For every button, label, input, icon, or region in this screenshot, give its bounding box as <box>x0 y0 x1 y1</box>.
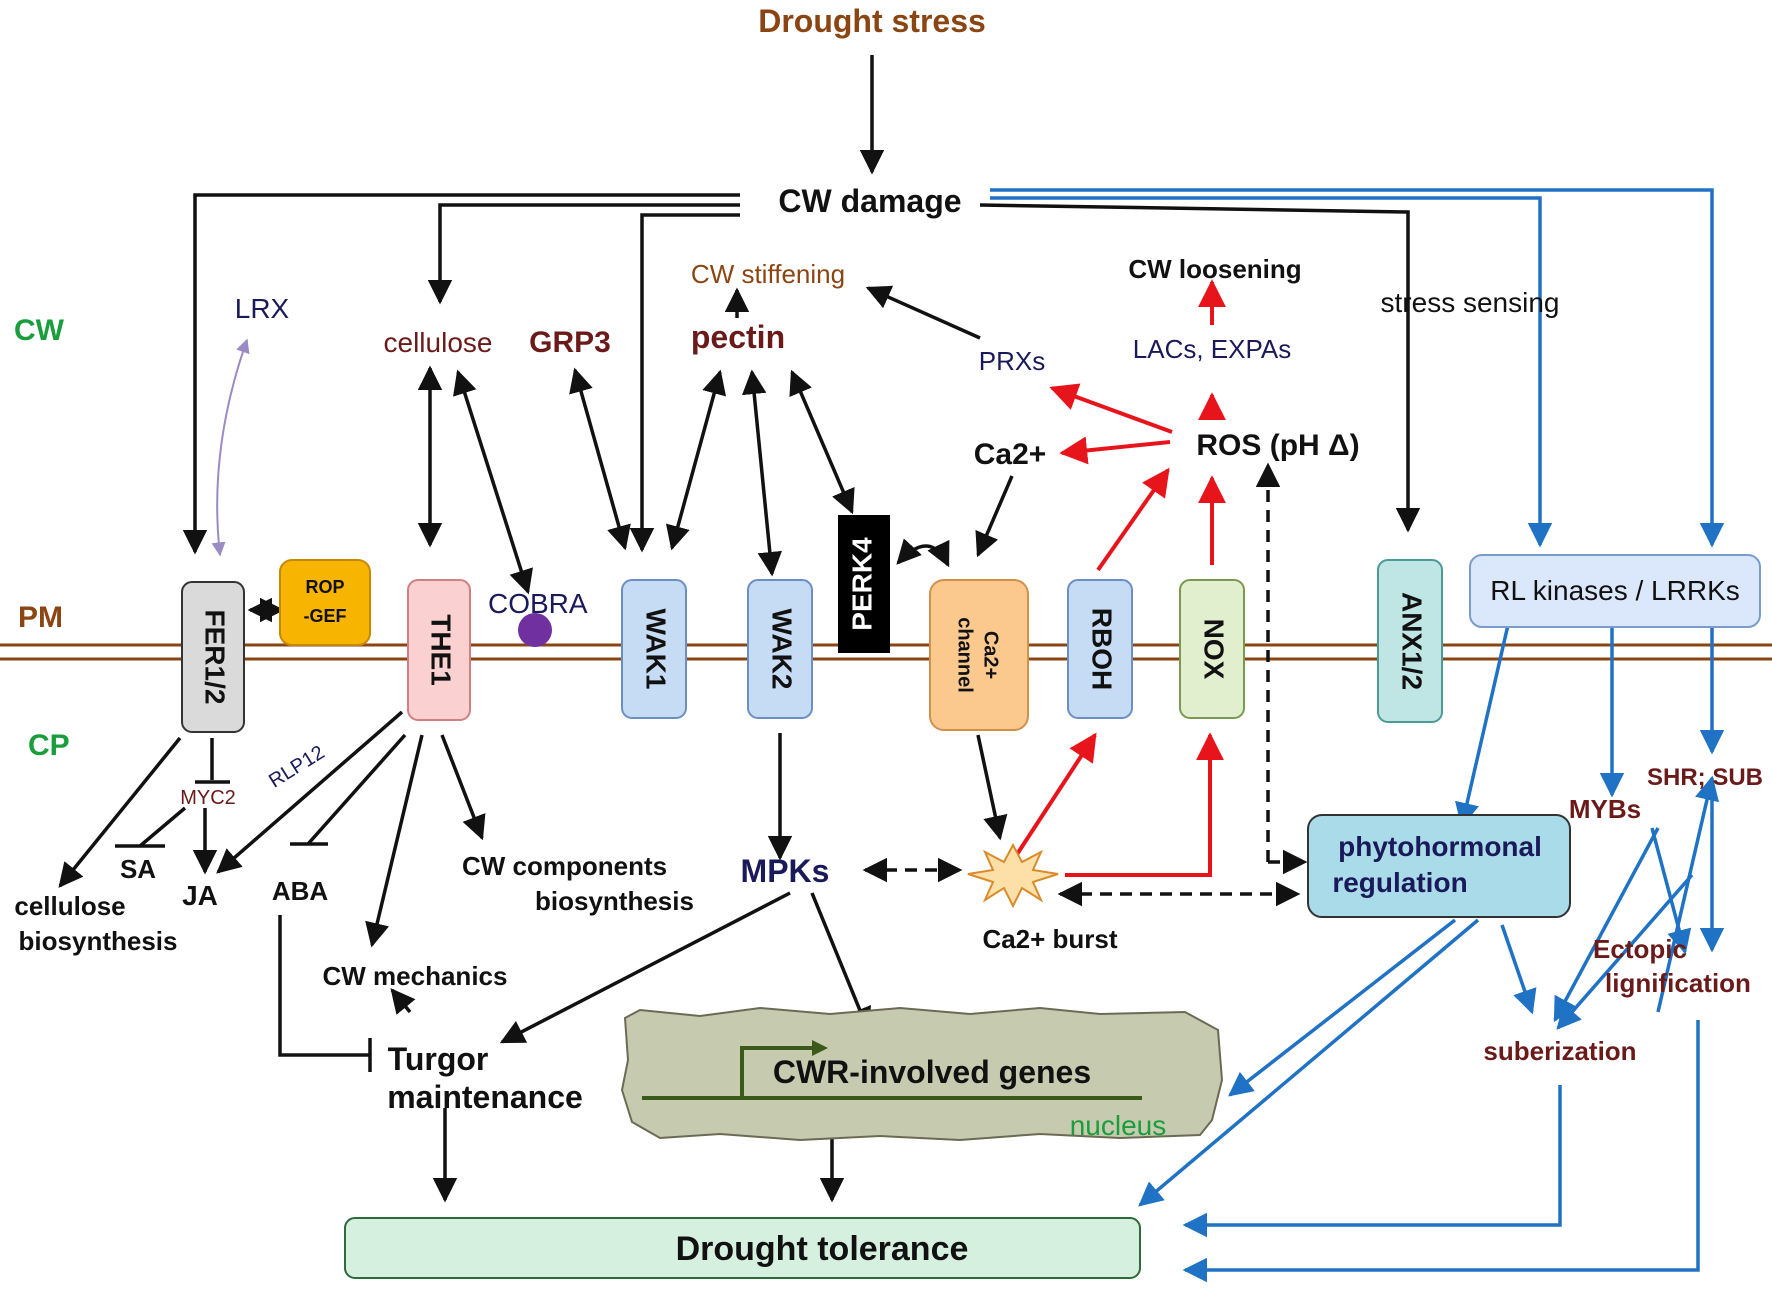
rboh-enzyme: RBOH <box>1067 579 1133 719</box>
cellulose-biosynthesis-line1: cellulose <box>14 891 125 921</box>
drought-stress-label: Drought stress <box>758 3 986 39</box>
svg-text:-GEF: -GEF <box>304 606 347 626</box>
lrx-label: LRX <box>235 293 290 324</box>
prxs-label: PRXs <box>979 346 1045 376</box>
dashed-arrows <box>862 462 1308 907</box>
pectin-label: pectin <box>691 319 785 355</box>
svg-text:Ca2+: Ca2+ <box>980 631 1002 679</box>
cw-damage-label: CW damage <box>778 183 961 219</box>
grp3-label: GRP3 <box>529 326 611 359</box>
sa-label: SA <box>120 854 156 884</box>
ca2-burst-label: Ca2+ burst <box>982 924 1117 954</box>
the1-receptor: THE1 <box>407 579 471 721</box>
svg-text:phytohormonal: phytohormonal <box>1338 831 1542 862</box>
svg-text:ANX1/2: ANX1/2 <box>1397 592 1428 690</box>
svg-text:regulation: regulation <box>1332 867 1467 898</box>
svg-text:RL kinases / LRRKs: RL kinases / LRRKs <box>1490 575 1740 606</box>
red-arrows <box>1008 279 1226 877</box>
nox-enzyme: NOX <box>1179 579 1245 719</box>
svg-text:channel: channel <box>954 617 976 693</box>
ca2-label: Ca2+ <box>974 438 1047 471</box>
ros-label: ROS (pH Δ) <box>1196 429 1359 462</box>
cw-loosening-label: CW loosening <box>1128 254 1301 284</box>
blue-arrows <box>990 188 1725 1283</box>
shr-sub-label: SHR; SUB <box>1647 764 1763 791</box>
aba-label: ABA <box>272 876 329 906</box>
myc2-label: MYC2 <box>180 787 236 809</box>
nucleus: CWR-involved genes nucleus <box>620 1006 1224 1142</box>
svg-text:NOX: NOX <box>1199 619 1230 680</box>
black-arrows <box>58 55 1421 1203</box>
phytohormonal-regulation-box: phytohormonal regulation <box>1307 814 1571 918</box>
lacs-expas-label: LACs, EXPAs <box>1133 334 1291 364</box>
inhibition-lines <box>115 733 407 1072</box>
layer-label-cw: CW <box>14 314 65 347</box>
anx-receptor: ANX1/2 <box>1377 559 1443 723</box>
svg-text:FER1/2: FER1/2 <box>200 610 231 705</box>
svg-text:Drought tolerance: Drought tolerance <box>676 1230 969 1268</box>
wak1-receptor: WAK1 <box>621 579 687 719</box>
svg-text:RBOH: RBOH <box>1087 608 1118 690</box>
cw-components-line2: biosynthesis <box>535 886 694 916</box>
stress-sensing-label: stress sensing <box>1381 287 1560 318</box>
suberization-label: suberization <box>1483 1036 1636 1066</box>
cobra-protein <box>518 613 552 647</box>
layer-label-cp: CP <box>28 729 70 762</box>
ja-label: JA <box>182 880 218 911</box>
nucleus-label: nucleus <box>1070 1110 1167 1141</box>
cellulose-biosynthesis-line2: biosynthesis <box>19 926 178 956</box>
fer-receptor: FER1/2 <box>181 581 245 733</box>
turgor-line2: maintenance <box>387 1079 583 1115</box>
cw-stiffening-label: CW stiffening <box>691 259 845 289</box>
rop-gef-protein: ROP -GEF <box>279 559 371 646</box>
cwr-genes-label: CWR-involved genes <box>773 1054 1091 1090</box>
drought-tolerance-box: Drought tolerance <box>344 1217 1141 1279</box>
ectopic-line2: lignification <box>1605 968 1751 998</box>
mybs-label: MYBs <box>1569 794 1641 824</box>
svg-text:WAK1: WAK1 <box>641 609 672 690</box>
rl-kinases-box: RL kinases / LRRKs <box>1469 554 1761 628</box>
cw-components-line1: CW components <box>462 851 667 881</box>
lrx-arrow <box>211 338 250 557</box>
mpks-label: MPKs <box>741 853 830 889</box>
layer-label-pm: PM <box>18 601 63 634</box>
svg-text:THE1: THE1 <box>426 614 457 686</box>
ca2-channel: Ca2+ channel <box>929 579 1029 731</box>
ca2-burst-star <box>967 842 1059 909</box>
svg-text:WAK2: WAK2 <box>767 609 798 690</box>
cw-mechanics-label: CW mechanics <box>323 961 508 991</box>
svg-text:PERK4: PERK4 <box>846 537 877 631</box>
cellulose-label: cellulose <box>384 327 493 358</box>
wak2-receptor: WAK2 <box>747 579 813 719</box>
perk4-kinase: PERK4 <box>838 515 890 653</box>
svg-text:ROP: ROP <box>305 577 344 597</box>
ectopic-line1: Ectopic <box>1593 934 1687 964</box>
turgor-line1: Turgor <box>388 1041 489 1077</box>
